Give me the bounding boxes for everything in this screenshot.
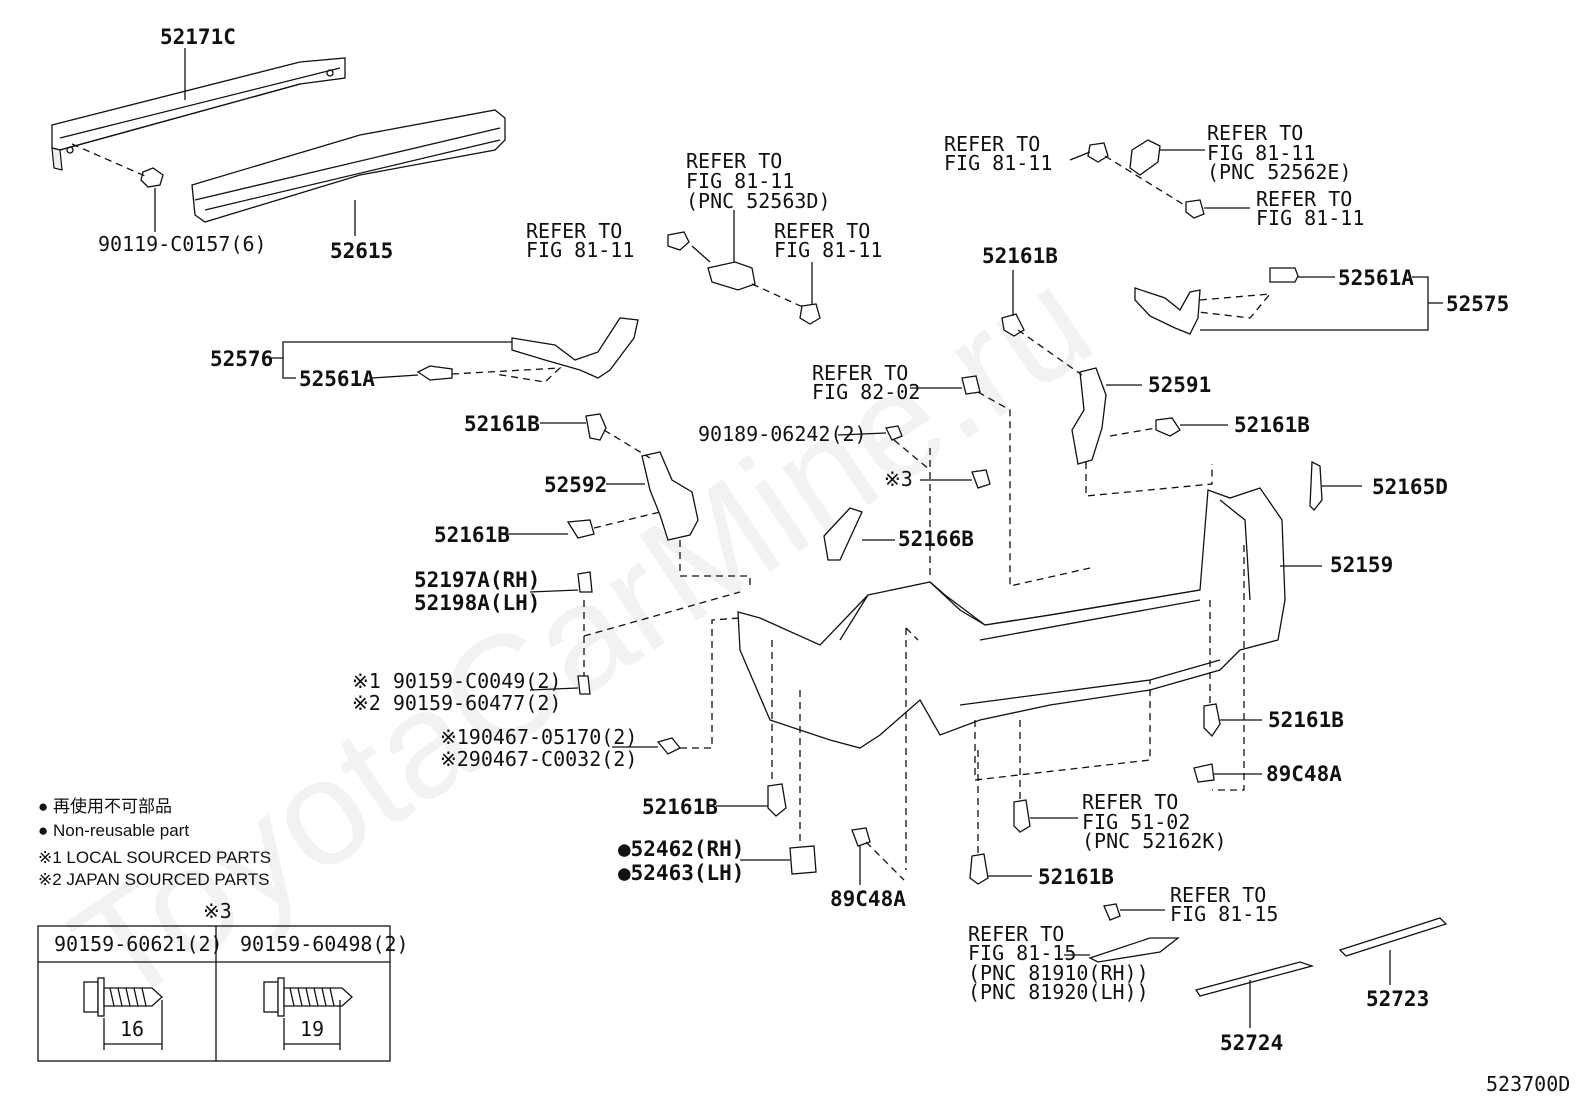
legend-line-2: ● Non-reusable part	[38, 821, 189, 840]
label-refer-e-2: FIG 81-11	[944, 151, 1052, 175]
label-refer-h-1: REFER TO	[1082, 790, 1178, 814]
bolt-90119-drawing	[140, 167, 164, 188]
absorber-52615-drawing	[191, 109, 506, 223]
label-52561a-right: 52561A	[1338, 266, 1414, 290]
label-refer-c-2: FIG 81-11	[774, 238, 882, 262]
label-90119: 90119-C0157(6)	[98, 232, 267, 256]
label-52197a: 52197A(RH)	[414, 568, 540, 592]
label-refer-j-1: REFER TO	[968, 922, 1064, 946]
label-90189: 90189-06242(2)	[698, 422, 867, 446]
label-52724: 52724	[1220, 1031, 1283, 1055]
screw-2-drawing	[263, 977, 353, 1050]
label-refer-e-1: REFER TO	[944, 132, 1040, 156]
label-90159-2: ※2 90159-60477(2)	[352, 691, 561, 715]
label-refer-d-2: FIG 82-02	[812, 380, 920, 404]
label-refer-g-2: FIG 81-11	[1256, 206, 1364, 230]
label-52463: ●52463(LH)	[618, 861, 744, 885]
label-52198a: 52198A(LH)	[414, 591, 540, 615]
label-52592: 52592	[544, 473, 607, 497]
label-refer-i-2: FIG 81-15	[1170, 902, 1278, 926]
part-labels: 52171C 52615 90119-C0157(6) 52576 52561A…	[98, 25, 1570, 1096]
label-52161b-2: 52161B	[434, 523, 510, 547]
label-52165d: 52165D	[1372, 475, 1448, 499]
screw-1-part: 90159-60621(2)	[54, 932, 223, 956]
label-refer-b-2: FIG 81-11	[686, 169, 794, 193]
screw-table-caption: ※3	[203, 899, 232, 923]
label-refer-f-2: FIG 81-11	[1207, 141, 1315, 165]
label-52575: 52575	[1446, 292, 1509, 316]
label-52561a-left: 52561A	[299, 367, 375, 391]
legend-line-1: ● 再使用不可部品	[38, 796, 172, 816]
label-refer-j-2: FIG 81-15	[968, 941, 1076, 965]
bracket-52591-drawing	[1071, 367, 1107, 465]
label-52723: 52723	[1366, 987, 1429, 1011]
legend-line-3: ※1 LOCAL SOURCED PARTS	[38, 848, 271, 867]
label-refer-d-1: REFER TO	[812, 361, 908, 385]
label-89c48a-1: 89C48A	[830, 887, 906, 911]
screw-1-length: 16	[120, 1017, 144, 1041]
label-52159: 52159	[1330, 553, 1393, 577]
label-refer-f-1: REFER TO	[1207, 121, 1303, 145]
legend-line-4: ※2 JAPAN SOURCED PARTS	[38, 870, 270, 889]
label-note-3: ※3	[884, 467, 913, 491]
screw-2-length: 19	[300, 1017, 324, 1041]
label-refer-j-3: (PNC 81910(RH))	[968, 961, 1149, 985]
label-90159-1: ※1 90159-C0049(2)	[352, 669, 561, 693]
label-52576: 52576	[210, 347, 273, 371]
label-refer-f-3: (PNC 52562E)	[1207, 160, 1352, 184]
screw-table: ※3 90159-60621(2) 90159-60498(2) 16 19	[37, 899, 409, 1062]
reinforcement-52171c-drawing	[51, 57, 346, 171]
label-90467-2: ※290467-C0032(2)	[440, 747, 637, 771]
label-refer-h-2: FIG 51-02	[1082, 810, 1190, 834]
bracket-52576-drawing	[416, 317, 639, 381]
bracket-center-drawing	[667, 231, 821, 325]
bracket-52575-drawing	[1134, 267, 1299, 335]
label-52166b: 52166B	[898, 527, 974, 551]
screw-1-drawing	[83, 977, 163, 1050]
leader-lines	[71, 48, 1443, 1028]
label-52161b-6: 52161B	[1268, 708, 1344, 732]
label-89c48a-2: 89C48A	[1266, 762, 1342, 786]
label-refer-i-1: REFER TO	[1170, 883, 1266, 907]
label-52615: 52615	[330, 239, 393, 263]
label-refer-a-2: FIG 81-11	[526, 238, 634, 262]
label-52591: 52591	[1148, 373, 1211, 397]
moldings-drawing	[1088, 917, 1448, 997]
label-refer-a-1: REFER TO	[526, 219, 622, 243]
label-refer-b-1: REFER TO	[686, 149, 782, 173]
label-52462: ●52462(RH)	[618, 837, 744, 861]
label-90467-1: ※190467-05170(2)	[440, 725, 637, 749]
label-refer-g-1: REFER TO	[1256, 187, 1352, 211]
figure-code: 523700D	[1486, 1072, 1570, 1096]
label-52161b-7: 52161B	[1038, 865, 1114, 889]
label-refer-j-4: (PNC 81920(LH))	[968, 980, 1149, 1004]
label-52161b-4: 52161B	[982, 244, 1058, 268]
screw-2-part: 90159-60498(2)	[240, 932, 409, 956]
label-52161b-3: 52161B	[642, 795, 718, 819]
label-52161b-5: 52161B	[1234, 413, 1310, 437]
bracket-52592-drawing	[641, 451, 699, 541]
legend: ● 再使用不可部品 ● Non-reusable part ※1 LOCAL S…	[38, 796, 271, 889]
bracket-right-upper-drawing	[1087, 139, 1205, 219]
label-52171c: 52171C	[160, 25, 236, 49]
label-refer-h-3: (PNC 52162K)	[1082, 829, 1227, 853]
label-52161b-1: 52161B	[464, 412, 540, 436]
label-refer-c-1: REFER TO	[774, 219, 870, 243]
label-refer-b-3: (PNC 52563D)	[686, 189, 831, 213]
